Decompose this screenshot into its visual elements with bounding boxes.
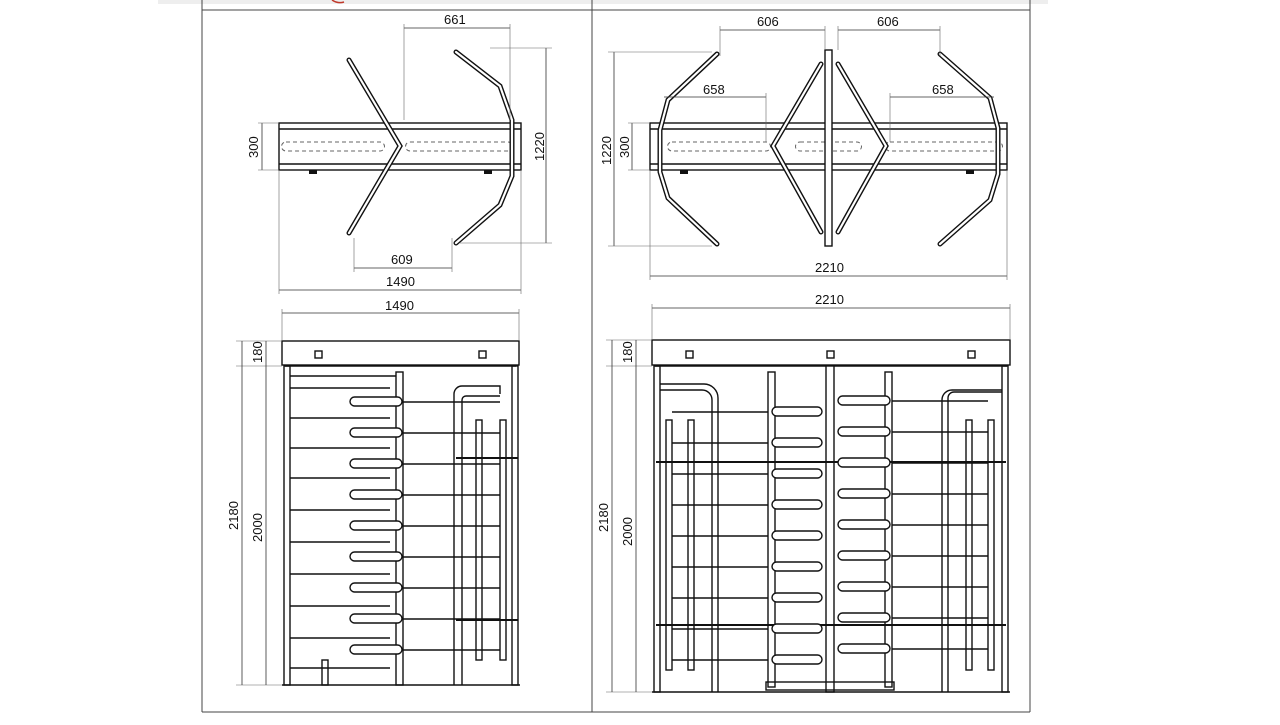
- single-top-view: [278, 49, 522, 246]
- dim-double-passage-height: 2000: [620, 517, 635, 546]
- dim-single-arm-span: 609: [391, 252, 413, 267]
- dim-single-canopy: 180: [250, 341, 265, 363]
- dim-double-total-height: 2180: [596, 503, 611, 532]
- dim-single-width-front: 1490: [385, 298, 414, 313]
- dim-single-arm-reach: 661: [444, 12, 466, 27]
- drawing-frame: [158, 0, 1048, 713]
- dim-single-depth: 300: [246, 136, 261, 158]
- dim-double-arm-left: 606: [757, 14, 779, 29]
- double-top-dimensions: 606 606 658 658 1220 300 2210: [599, 14, 1008, 280]
- dim-double-depth: 300: [617, 136, 632, 158]
- single-front-dimensions: 1490 180 2180 2000: [226, 298, 520, 686]
- dim-double-width-front: 2210: [815, 292, 844, 307]
- dim-double-reach-left: 658: [703, 82, 725, 97]
- single-front-view: [281, 340, 520, 686]
- dim-double-reach-right: 658: [932, 82, 954, 97]
- single-top-dimensions: 661 300 1220 609 1490: [246, 12, 552, 294]
- dim-double-canopy: 180: [620, 341, 635, 363]
- double-front-dimensions: 2210 180 2180 2000: [596, 292, 1011, 693]
- dim-single-width-top: 1490: [386, 274, 415, 289]
- dim-double-length: 1220: [599, 136, 614, 165]
- double-front-view: [651, 339, 1011, 693]
- dim-double-width-top: 2210: [815, 260, 844, 275]
- dim-double-arm-right: 606: [877, 14, 899, 29]
- dim-single-length: 1220: [532, 132, 547, 161]
- double-top-view: [649, 49, 1008, 247]
- dim-single-passage-height: 2000: [250, 513, 265, 542]
- dim-single-total-height: 2180: [226, 501, 241, 530]
